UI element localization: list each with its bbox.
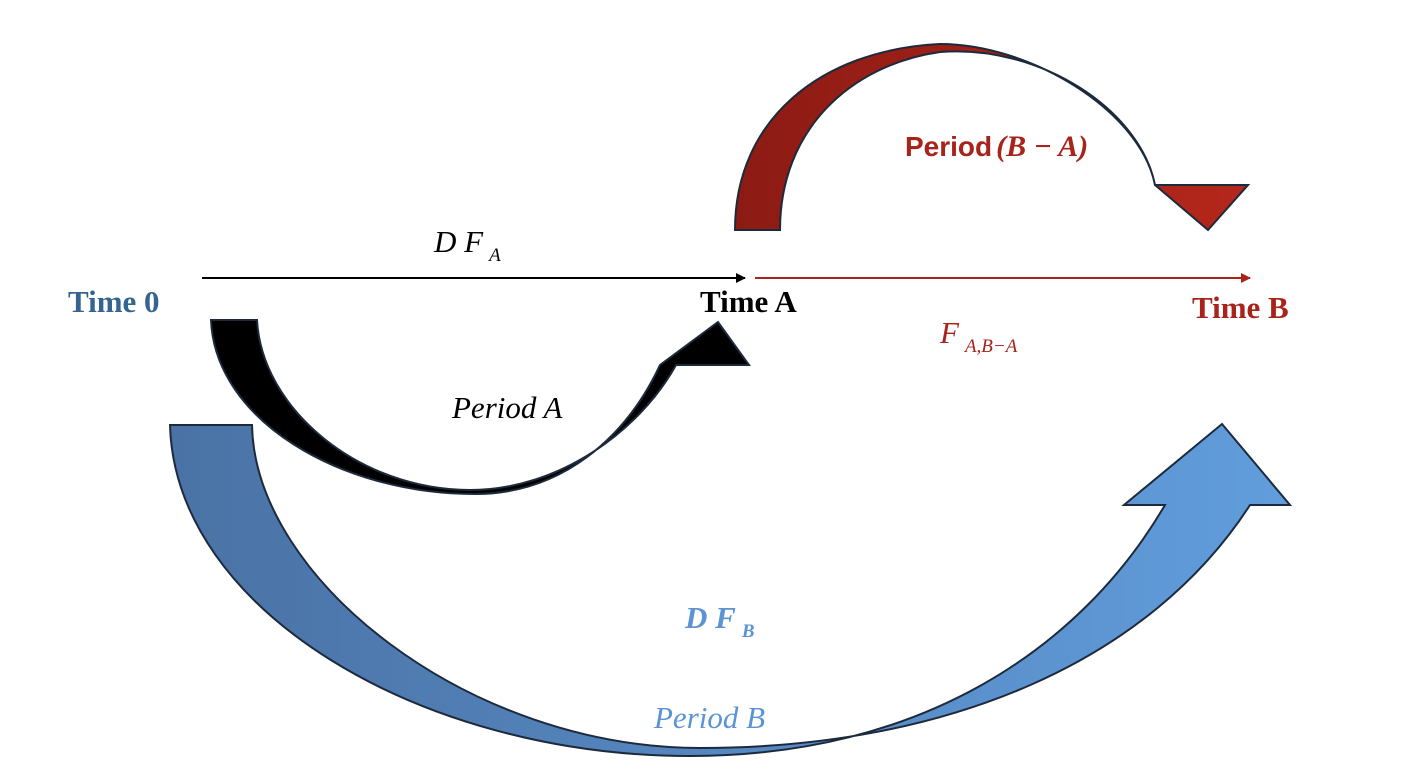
df-b-subscript: B bbox=[741, 621, 755, 642]
period-b-minus-a-label: Period (B − A) bbox=[905, 130, 1088, 164]
period-a-arrow bbox=[209, 319, 751, 496]
period-a-label: Period A bbox=[452, 390, 563, 425]
period-b-minus-a-expr: (B − A) bbox=[996, 130, 1089, 163]
f-ab-text: F bbox=[940, 315, 959, 350]
period-b-minus-a-word: Period bbox=[905, 131, 993, 162]
time-0-label: Time 0 bbox=[68, 284, 160, 319]
time-b-label: Time B bbox=[1192, 290, 1289, 325]
df-a-subscript: A bbox=[489, 245, 501, 266]
df-b-text: D F bbox=[685, 600, 736, 635]
period-b-minus-a-arrow bbox=[733, 42, 1251, 232]
df-a-text: D F bbox=[434, 224, 484, 259]
period-b-label: Period B bbox=[654, 700, 766, 735]
f-ab-subscript: A,B−A bbox=[964, 336, 1018, 357]
time-a-label: Time A bbox=[700, 284, 797, 319]
period-b-arrow bbox=[168, 422, 1293, 758]
